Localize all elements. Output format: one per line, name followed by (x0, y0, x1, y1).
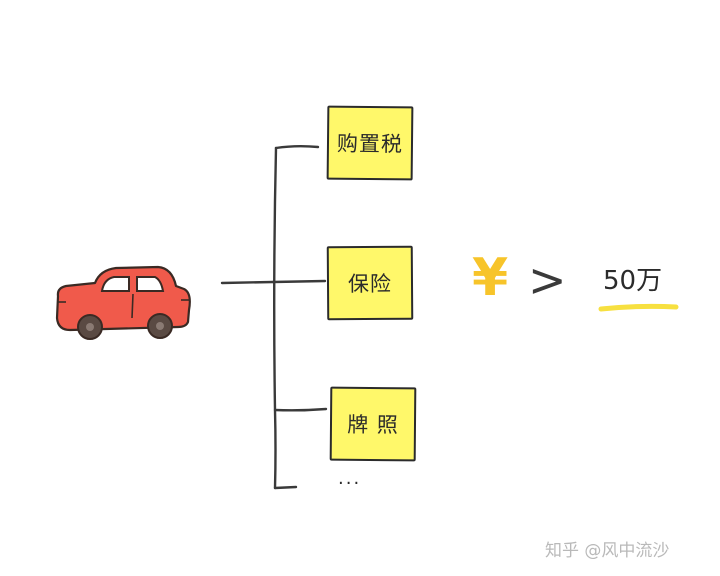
item-box-insurance: 保险 (326, 245, 414, 321)
item-label-insurance: 保险 (347, 271, 393, 297)
branch-line-1 (274, 145, 320, 150)
car-icon (55, 265, 191, 340)
car-window-front (100, 276, 130, 292)
car-connector-line (220, 280, 275, 285)
item-box-purchase-tax: 购置税 (326, 105, 414, 181)
watermark-text: 知乎 @风中流沙 (545, 541, 670, 561)
vertical-spine (273, 146, 278, 490)
greater-than-sign: > (528, 253, 567, 307)
branch-line-3 (273, 407, 328, 412)
amount-label: 50万 (603, 266, 663, 296)
more-items-ellipsis: ... (338, 468, 362, 489)
amount-underline (598, 303, 679, 312)
yen-icon: ¥ (472, 248, 509, 308)
item-label-license-plate: 牌 照 (347, 412, 399, 438)
branch-line-2 (271, 279, 327, 284)
connector-bracket (220, 145, 328, 490)
car-window-rear (136, 276, 165, 292)
item-box-license-plate: 牌 照 (329, 386, 417, 462)
branch-line-more (273, 485, 298, 490)
item-label-purchase-tax: 购置税 (336, 131, 404, 157)
